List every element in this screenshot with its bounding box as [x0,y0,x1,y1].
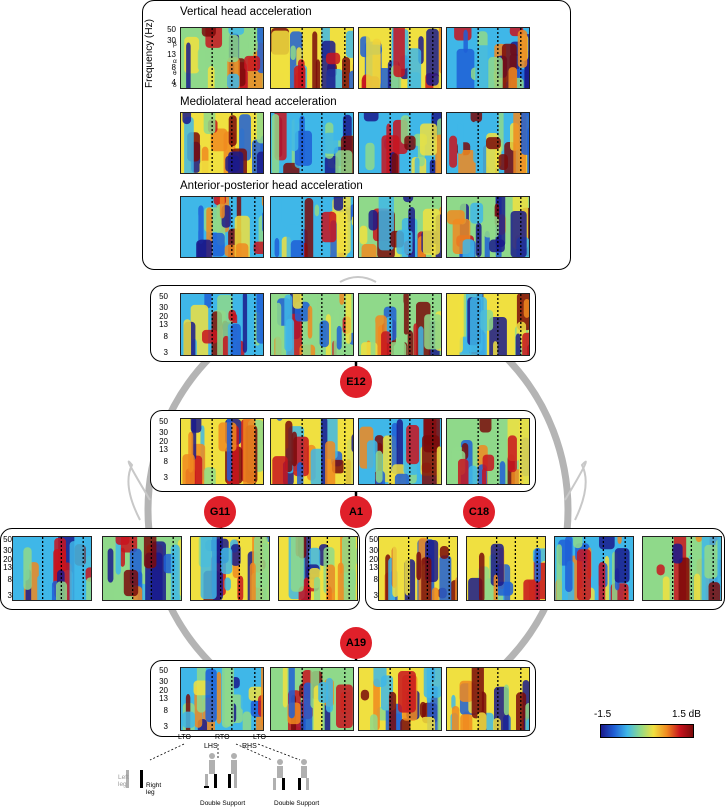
gait-event-rto: RTO [215,734,230,741]
eeg-freq-tick: 8 [163,457,168,466]
eeg-spectrogram [642,536,722,601]
eeg-freq-tick: 8 [7,575,12,584]
legend-right-leg: Right leg [146,782,162,796]
vertical-head-acceleration-title: Vertical head acceleration [180,6,312,18]
eeg-freq-tick: 20 [369,555,378,564]
legend-double-support-1: Double Support [200,800,246,807]
eeg-spectrogram [446,667,530,731]
eeg-spectrogram [358,418,442,485]
legend-double-support-2: Double Support [274,800,320,807]
eeg-spectrogram [446,293,530,356]
eeg-freq-tick: 20 [159,686,168,695]
head-accel-spectrogram [180,196,264,258]
mediolateral-head-acceleration-title: Mediolateral head acceleration [180,96,337,108]
gait-event-lto-2: LTO [253,734,266,741]
electrode-badge-a1: A1 [340,496,372,528]
eeg-freq-tick: 8 [163,706,168,715]
head-accel-spectrogram [446,196,530,258]
eeg-spectrogram [466,536,546,601]
eeg-freq-tick: 50 [159,292,168,301]
eeg-freq-tick: 20 [159,312,168,321]
eeg-freq-tick: 3 [373,591,378,600]
eeg-spectrogram [12,536,92,601]
eeg-freq-tick: 50 [369,535,378,544]
band-label-beta: β [173,41,177,48]
eeg-spectrogram [190,536,270,601]
head-accel-spectrogram [358,112,442,174]
band-label-theta: θ [173,70,177,77]
head-freq-tick: 8 [171,63,176,72]
eeg-freq-tick: 3 [163,348,168,357]
head-freq-tick: 13 [167,50,176,59]
eeg-spectrogram [270,667,354,731]
colorbar-min-label: -1.5 [594,709,612,720]
eeg-freq-tick: 50 [159,666,168,675]
head-accel-spectrogram [446,27,530,89]
eeg-freq-tick: 30 [159,677,168,686]
eeg-spectrogram [270,293,354,356]
legend-left-leg: Left leg [118,774,129,788]
frequency-axis-label: Frequency (Hz) [144,19,155,88]
gait-event-lto: LTO [178,734,191,741]
eeg-spectrogram [180,293,264,356]
colorbar [600,724,694,738]
eeg-freq-tick: 30 [159,303,168,312]
eeg-freq-tick: 30 [369,546,378,555]
eeg-spectrogram [278,536,358,601]
gait-event-rhs: RHS [242,743,257,750]
eeg-spectrogram [358,667,442,731]
head-accel-spectrogram [358,196,442,258]
eeg-spectrogram [446,418,530,485]
colorbar-max-label: 1.5 dB [672,709,701,720]
head-accel-spectrogram [270,112,354,174]
eeg-freq-tick: 13 [159,694,168,703]
head-accel-spectrogram [180,27,264,89]
eeg-freq-tick: 20 [3,555,12,564]
eeg-spectrogram [358,293,442,356]
eeg-freq-tick: 8 [163,332,168,341]
eeg-spectrogram [102,536,182,601]
eeg-freq-tick: 50 [159,417,168,426]
gait-event-lhs: LHS [204,743,218,750]
eeg-spectrogram [270,418,354,485]
eeg-spectrogram [554,536,634,601]
eeg-freq-tick: 50 [3,535,12,544]
head-accel-spectrogram [270,27,354,89]
eeg-freq-tick: 13 [159,445,168,454]
head-accel-spectrogram [270,196,354,258]
eeg-spectrogram [180,667,264,731]
electrode-badge-g11: G11 [204,496,236,528]
eeg-spectrogram [378,536,458,601]
anterior-posterior-head-acceleration-title: Anterior-posterior head acceleration [180,180,363,192]
eeg-freq-tick: 30 [159,428,168,437]
eeg-freq-tick: 8 [373,575,378,584]
head-accel-spectrogram [358,27,442,89]
head-freq-tick: 4 [171,78,176,87]
eeg-freq-tick: 13 [369,563,378,572]
eeg-freq-tick: 3 [163,473,168,482]
head-accel-spectrogram [446,112,530,174]
band-label-delta: δ [173,82,177,89]
head-freq-tick: 50 [167,25,176,34]
electrode-badge-c18: C18 [463,496,495,528]
eeg-freq-tick: 30 [3,546,12,555]
head-accel-spectrogram [180,112,264,174]
eeg-freq-tick: 3 [7,591,12,600]
eeg-spectrogram [180,418,264,485]
eeg-freq-tick: 13 [159,320,168,329]
electrode-badge-e12: E12 [340,366,372,398]
eeg-freq-tick: 20 [159,437,168,446]
head-freq-tick: 30 [167,36,176,45]
electrode-badge-a19: A19 [340,627,372,659]
eeg-freq-tick: 13 [3,563,12,572]
band-label-alpha: α [173,58,177,65]
eeg-freq-tick: 3 [163,722,168,731]
gait-walking-figures [126,743,309,790]
